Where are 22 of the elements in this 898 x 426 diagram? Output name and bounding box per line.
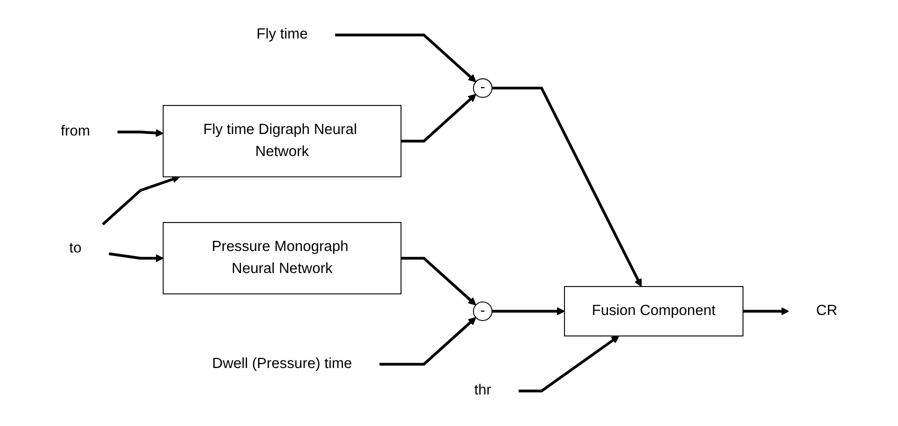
- node-circle: -: [472, 302, 492, 321]
- arrow: [102, 175, 180, 226]
- arrow: [492, 86, 642, 287]
- arrow: [379, 317, 476, 366]
- node-text: thr: [474, 382, 492, 398]
- node-box: Pressure Monograph Neural Network: [162, 222, 402, 294]
- arrow: [518, 336, 620, 392]
- arrow: [401, 256, 476, 306]
- arrow: [492, 307, 565, 316]
- node-circle: -: [472, 78, 492, 98]
- arrow: [742, 307, 790, 316]
- arrow: [117, 128, 164, 137]
- arrow: [108, 252, 164, 262]
- node-text: CR: [816, 303, 838, 319]
- arrow: [401, 94, 476, 142]
- node-text: from: [60, 124, 90, 140]
- node-box: Fusion Component: [564, 286, 744, 336]
- node-text: Dwell (Pressure) time: [212, 356, 352, 372]
- node-text: to: [69, 240, 82, 256]
- arrow: [335, 34, 476, 82]
- node-text: Fly time: [256, 26, 308, 42]
- node-box: Fly time Digraph Neural Network: [162, 104, 402, 178]
